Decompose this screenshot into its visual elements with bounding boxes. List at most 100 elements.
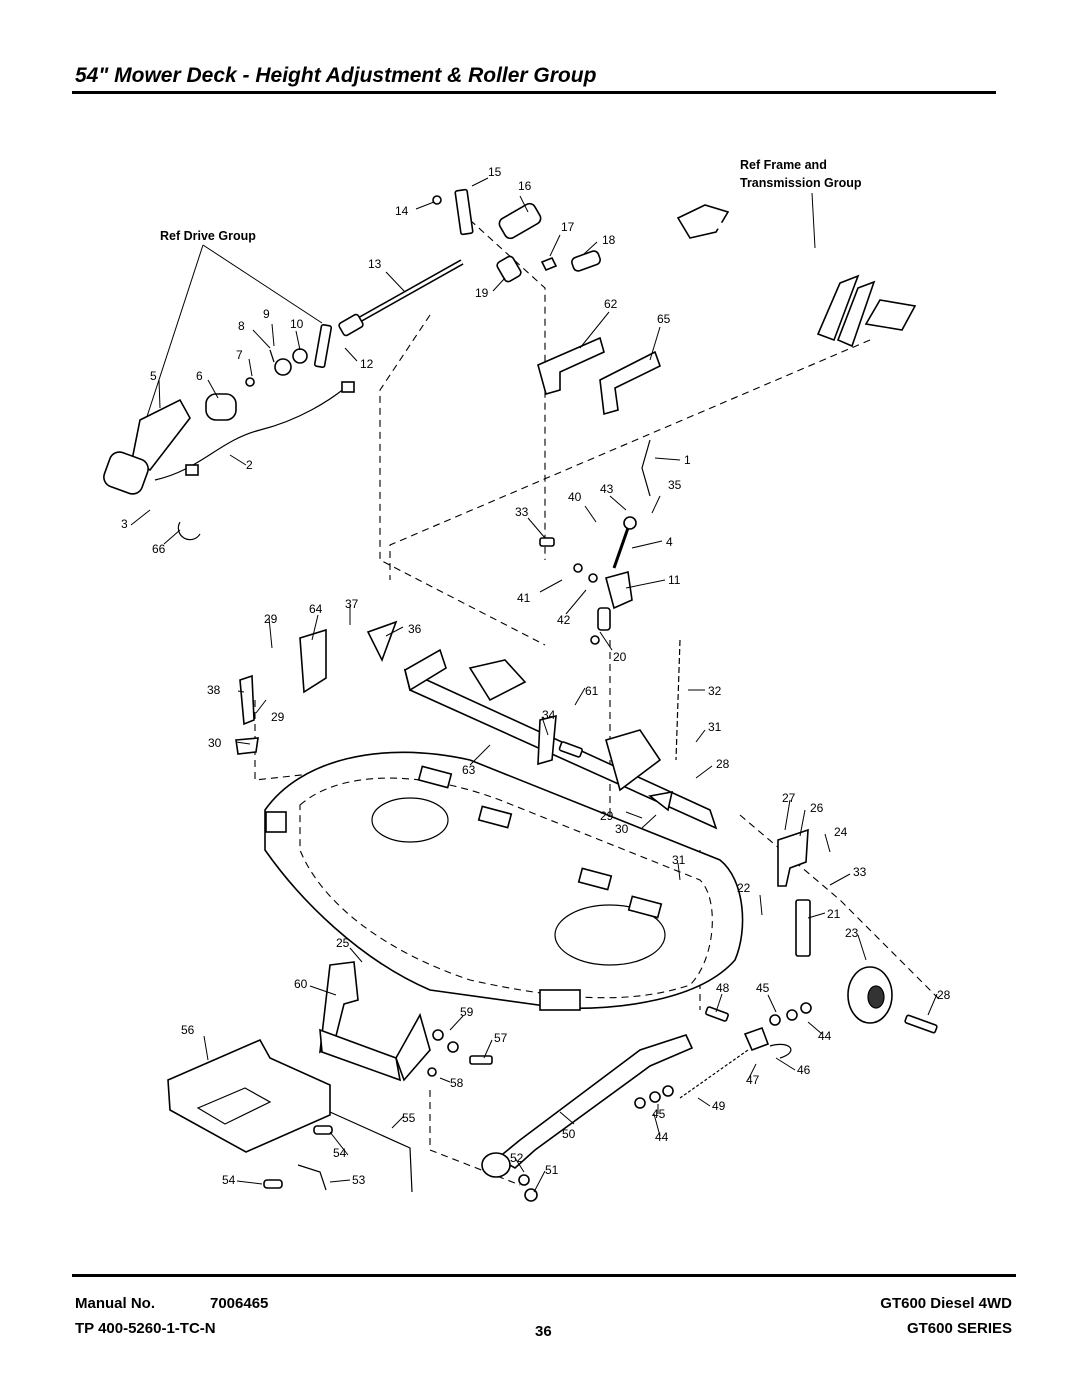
callout-4: 4 xyxy=(666,535,673,549)
callout-62: 62 xyxy=(604,297,618,311)
page-number: 36 xyxy=(535,1323,552,1340)
callout-leaders xyxy=(130,177,938,1193)
callout-30b: 30 xyxy=(615,822,629,836)
callout-9: 9 xyxy=(263,307,270,321)
callout-54a: 54 xyxy=(333,1146,347,1160)
callout-60: 60 xyxy=(294,977,308,991)
callout-44a: 44 xyxy=(818,1029,832,1043)
callout-50: 50 xyxy=(562,1127,576,1141)
callout-7: 7 xyxy=(236,348,243,362)
tp-number: TP 400-5260-1-TC-N xyxy=(75,1320,216,1337)
callout-48: 48 xyxy=(716,981,730,995)
callout-19: 19 xyxy=(475,286,489,300)
callout-41: 41 xyxy=(517,591,531,605)
series-name: GT600 SERIES xyxy=(906,1320,1012,1337)
callout-17: 17 xyxy=(561,220,575,234)
lift-actuator-rod xyxy=(205,188,601,421)
callout-29c: 29 xyxy=(600,809,614,823)
callout-13: 13 xyxy=(368,257,382,271)
callout-18: 18 xyxy=(602,233,616,247)
ref-frame-label-line1: Ref Frame and xyxy=(740,158,827,172)
callout-1: 1 xyxy=(684,453,691,467)
callout-33: 33 xyxy=(515,505,529,519)
model-name: GT600 Diesel 4WD xyxy=(880,1295,1012,1312)
ref-drive-leader-b xyxy=(202,244,323,324)
callout-52: 52 xyxy=(510,1151,524,1165)
lift-chain-link-assembly xyxy=(539,439,681,761)
ref-drive-leader-a xyxy=(139,244,204,439)
title-rule xyxy=(72,91,996,94)
callout-30a: 30 xyxy=(208,736,222,750)
callout-37: 37 xyxy=(345,597,359,611)
callout-29b: 29 xyxy=(271,710,285,724)
callout-51: 51 xyxy=(545,1163,559,1177)
callout-numbers: 15 16 14 17 18 13 19 62 65 9 8 10 12 7 5… xyxy=(121,165,951,1187)
callout-53: 53 xyxy=(352,1173,366,1187)
callout-12: 12 xyxy=(360,357,374,371)
roller-wheel-assembly xyxy=(705,828,938,1059)
callout-8: 8 xyxy=(238,319,245,333)
callout-61: 61 xyxy=(585,684,599,698)
actuator-motor-assembly xyxy=(103,381,355,541)
page-title: 54" Mower Deck - Height Adjustment & Rol… xyxy=(75,64,597,87)
callout-64: 64 xyxy=(309,602,323,616)
callout-58: 58 xyxy=(450,1076,464,1090)
callout-21: 21 xyxy=(827,907,841,921)
callout-44b: 44 xyxy=(655,1130,669,1144)
callout-32: 32 xyxy=(708,684,722,698)
callout-15: 15 xyxy=(488,165,502,179)
callout-35: 35 xyxy=(668,478,682,492)
callout-57: 57 xyxy=(494,1031,508,1045)
manual-number: 7006465 xyxy=(210,1295,269,1312)
callout-45b: 45 xyxy=(652,1107,666,1121)
frame-axle-assembly xyxy=(676,204,917,348)
callout-31a: 31 xyxy=(708,720,722,734)
callout-55: 55 xyxy=(402,1111,416,1125)
ref-drive-group-label: Ref Drive Group xyxy=(160,229,256,243)
callout-65: 65 xyxy=(657,312,671,326)
callout-47: 47 xyxy=(746,1073,760,1087)
callout-6: 6 xyxy=(196,369,203,383)
callout-46: 46 xyxy=(797,1063,811,1077)
callout-63: 63 xyxy=(462,763,476,777)
callout-66: 66 xyxy=(152,542,166,556)
callout-43: 43 xyxy=(600,482,614,496)
mower-deck-housing xyxy=(264,751,744,1011)
callout-31b: 31 xyxy=(672,853,686,867)
callout-23: 23 xyxy=(845,926,859,940)
callout-38: 38 xyxy=(207,683,221,697)
callout-40: 40 xyxy=(568,490,582,504)
ref-frame-label-line2: Transmission Group xyxy=(740,176,862,190)
callout-11: 11 xyxy=(668,573,681,587)
callout-28a: 28 xyxy=(716,757,730,771)
callout-36: 36 xyxy=(408,622,422,636)
callout-49: 49 xyxy=(712,1099,726,1113)
callout-34: 34 xyxy=(542,708,556,722)
callout-33b: 33 xyxy=(853,865,867,879)
callout-25: 25 xyxy=(336,936,350,950)
mounting-brackets-62-65 xyxy=(537,336,661,416)
callout-2: 2 xyxy=(246,458,253,472)
callout-10: 10 xyxy=(290,317,304,331)
callout-45a: 45 xyxy=(756,981,770,995)
callout-42: 42 xyxy=(557,613,571,627)
callout-56: 56 xyxy=(181,1023,195,1037)
callout-29a: 29 xyxy=(264,612,278,626)
callout-14: 14 xyxy=(395,204,409,218)
ref-frame-leader xyxy=(811,192,816,249)
callout-26: 26 xyxy=(810,801,824,815)
callout-24: 24 xyxy=(834,825,848,839)
callout-20: 20 xyxy=(613,650,627,664)
deck-mount-brackets xyxy=(167,961,493,1193)
dash-path-left xyxy=(379,314,546,646)
callout-59: 59 xyxy=(460,1005,474,1019)
dash-path-upper xyxy=(469,219,546,560)
callout-5: 5 xyxy=(150,369,157,383)
callout-27: 27 xyxy=(782,791,796,805)
callout-16: 16 xyxy=(518,179,532,193)
callout-22: 22 xyxy=(737,881,751,895)
callout-28b: 28 xyxy=(937,988,951,1002)
height-adjust-bar xyxy=(235,620,718,830)
anti-scalp-roller-arm xyxy=(481,1034,749,1202)
